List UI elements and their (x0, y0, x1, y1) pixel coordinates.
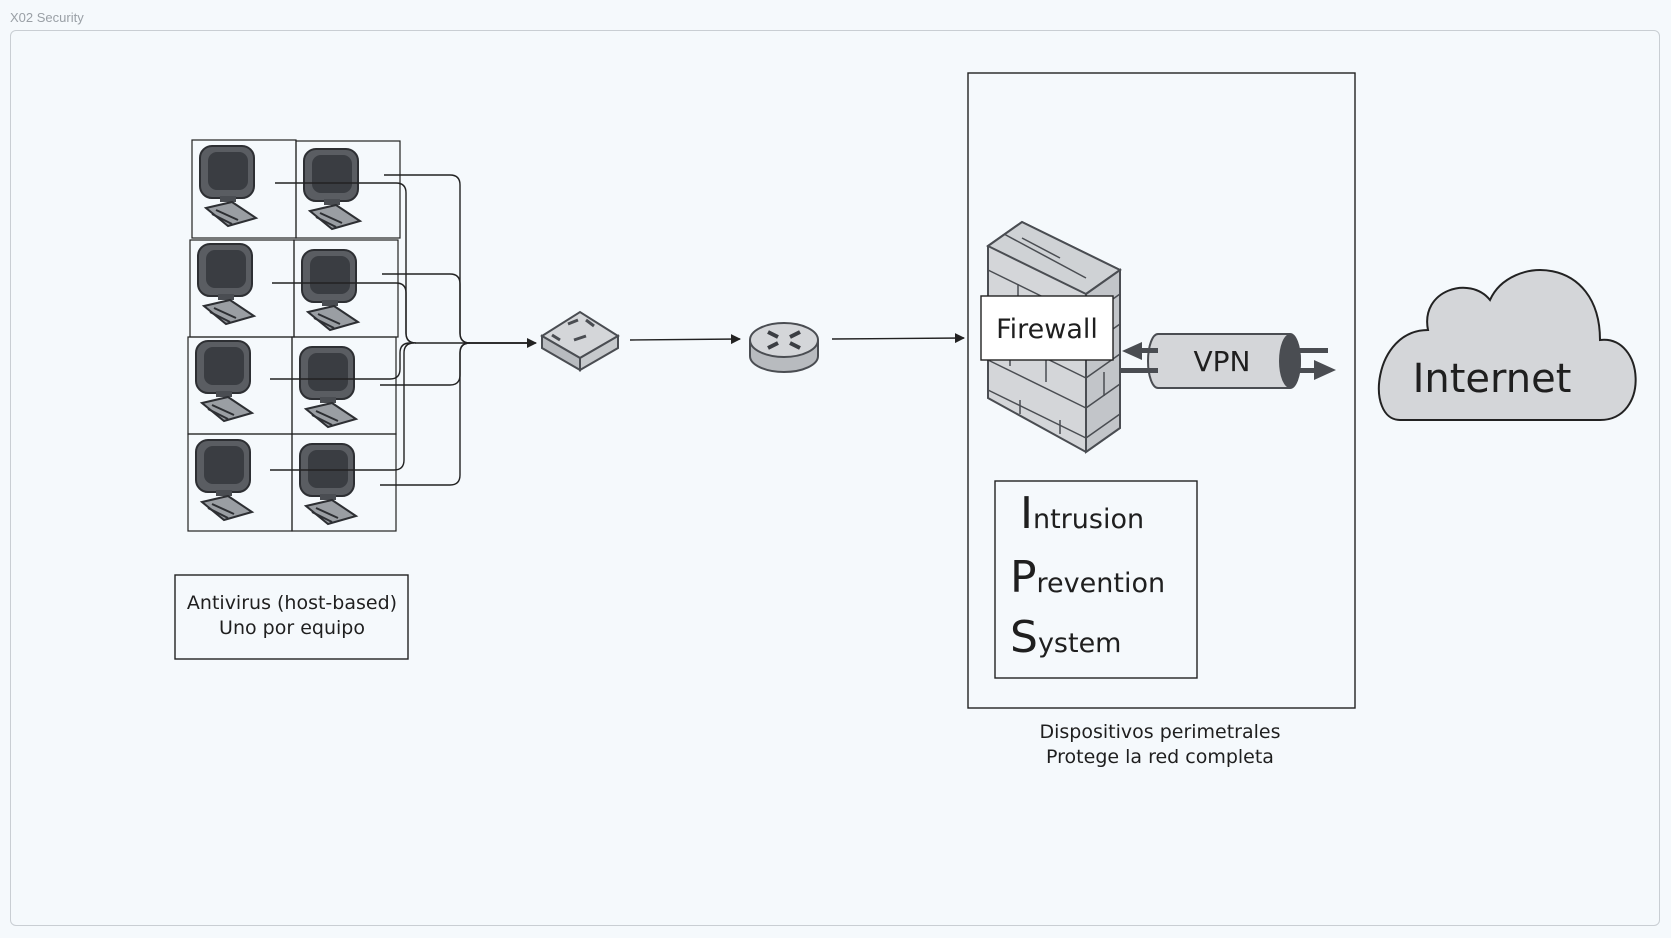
computer-icon (189, 239, 295, 338)
brick-wall-icon (986, 220, 1122, 454)
computer-icon (187, 336, 293, 435)
antivirus-box (174, 574, 409, 660)
diagram-frame (10, 30, 1660, 926)
frame-title: X02 Security (10, 10, 84, 25)
firewall-label: Firewall (996, 314, 1098, 345)
antivirus-caption-line2: Uno por equipo (219, 617, 365, 639)
host-computers-group (187, 139, 401, 532)
perimeter-devices-box (967, 72, 1356, 709)
router-icon (749, 322, 819, 373)
perimeter-caption-line2: Protege la red completa (1046, 746, 1274, 768)
firewall-label-box (980, 295, 1114, 361)
perimeter-caption-line1: Dispositivos perimetrales (1039, 721, 1280, 743)
ips-box (994, 480, 1198, 679)
ips-line-intrusion: Intrusion (1020, 488, 1144, 539)
vpn-tunnel-icon (1120, 333, 1336, 389)
computer-icon (293, 239, 399, 338)
switch-icon (540, 310, 620, 372)
computer-icon (295, 140, 401, 239)
router-to-firewall-connector (831, 333, 965, 344)
internet-label: Internet (1413, 356, 1572, 402)
host-connectors (270, 174, 537, 486)
ips-line-system: System (1010, 612, 1121, 663)
vpn-label: VPN (1194, 345, 1251, 378)
computer-icon (187, 433, 293, 532)
switch-to-router-connector (629, 334, 741, 345)
computer-icon (191, 139, 297, 239)
computer-icon (291, 433, 397, 532)
ips-line-prevention: Prevention (1010, 552, 1165, 603)
antivirus-caption-line1: Antivirus (host-based) (187, 592, 397, 614)
cloud-icon (1378, 269, 1637, 421)
